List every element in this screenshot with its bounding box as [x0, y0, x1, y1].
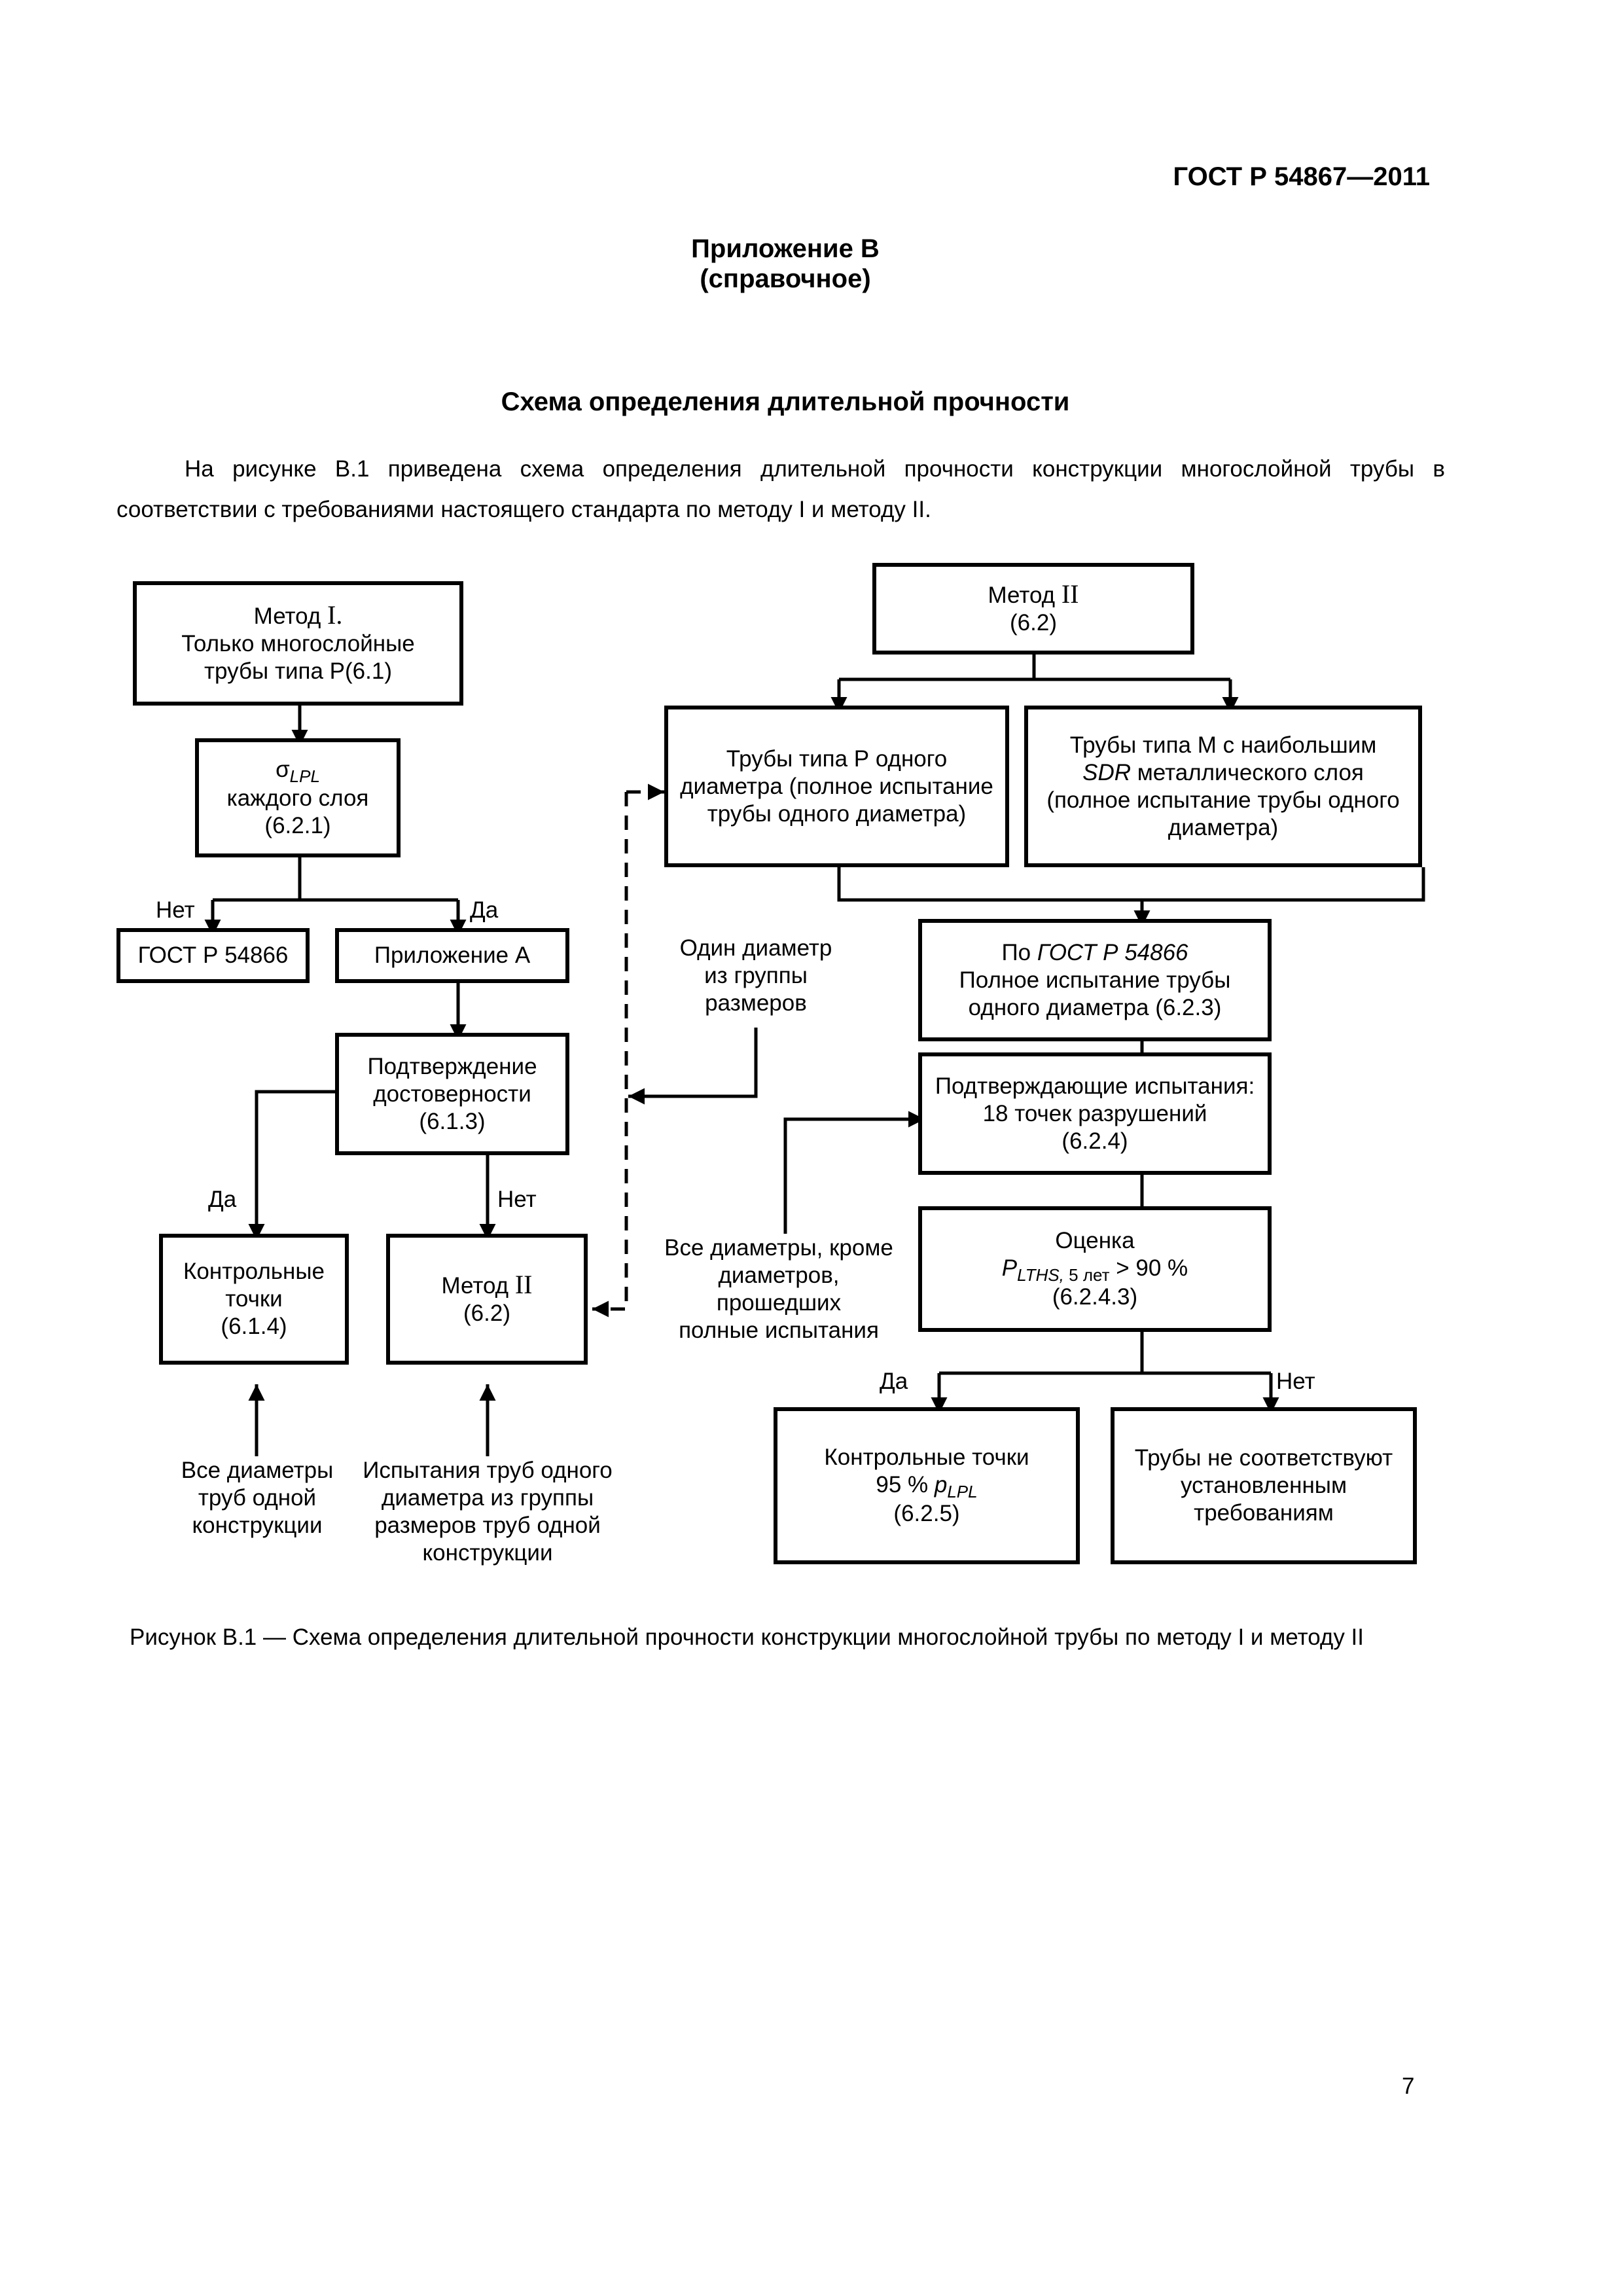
- figure-caption: Рисунок В.1 — Схема определения длительн…: [130, 1624, 1364, 1650]
- standard-header: ГОСТ Р 54867—2011: [1173, 162, 1431, 191]
- appendix-title: Приложение В: [691, 234, 880, 263]
- pipes-m-box: Трубы типа М с наибольшим SDR металличес…: [1024, 706, 1422, 867]
- label-no-1: Нет: [156, 897, 195, 923]
- page-number: 7: [1402, 2073, 1415, 2099]
- appendix-type: (справочное): [700, 264, 871, 293]
- gost-54866-box: ГОСТ Р 54866: [116, 928, 310, 983]
- sigma-lpl-box: σLPL каждого слоя (6.2.1): [195, 738, 401, 857]
- method-2-left-box: Метод II (6.2): [386, 1234, 588, 1365]
- all-diameters-label: Все диаметры труб одной конструкции: [181, 1458, 334, 1538]
- label-no-3: Нет: [1276, 1369, 1315, 1394]
- control-95-box: Контрольные точки 95 % pLPL (6.2.5): [774, 1407, 1080, 1564]
- section-title: Схема определения длительной прочности: [501, 387, 1070, 416]
- one-diameter-label: Один диаметр из группы размеров: [679, 935, 832, 1016]
- label-yes-3: Да: [880, 1369, 908, 1394]
- all-except-label: Все диаметры, кроме диаметров, прошедших…: [664, 1235, 893, 1343]
- label-yes-2: Да: [208, 1187, 237, 1212]
- pipes-p-box: Трубы типа Р одного диаметра (полное исп…: [664, 706, 1009, 867]
- evaluation-box: Оценка PLTHS, 5 лет > 90 % (6.2.4.3): [918, 1206, 1272, 1332]
- label-no-2: Нет: [497, 1187, 537, 1212]
- method-2-top-box: Метод II (6.2): [872, 563, 1194, 655]
- appendix-a-box: Приложение А: [335, 928, 569, 983]
- control-points-box: Контрольные точки (6.1.4): [159, 1234, 349, 1365]
- full-test-box: По ГОСТ Р 54866 Полное испытание трубы о…: [918, 919, 1272, 1041]
- label-yes-1: Да: [470, 897, 499, 923]
- validation-box: Подтверждение достоверности (6.1.3): [335, 1033, 569, 1155]
- not-comply-box: Трубы не соответствуют установленным тре…: [1111, 1407, 1417, 1564]
- tests-one-diameter-label: Испытания труб одного диаметра из группы…: [363, 1458, 613, 1566]
- intro-paragraph: На рисунке В.1 приведена схема определен…: [116, 456, 1445, 522]
- method-1-box: Метод I. Только многослойные трубы типа …: [133, 581, 463, 706]
- confirm-tests-box: Подтверждающие испытания: 18 точек разру…: [918, 1052, 1272, 1175]
